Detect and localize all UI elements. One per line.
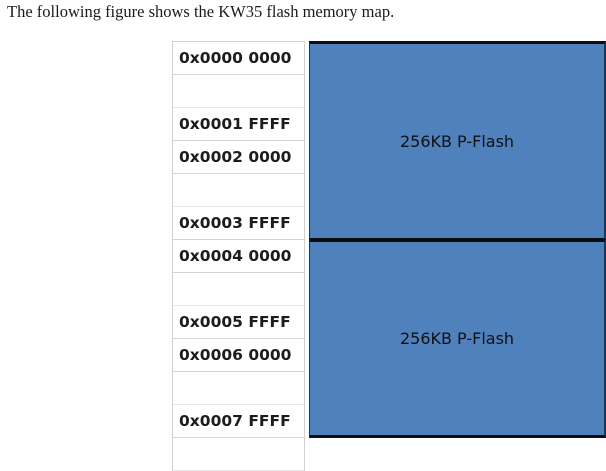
address-row: 0x0004 0000 [173,240,304,273]
address-label: 0x0006 0000 [179,346,292,364]
address-row: 0x0000 0000 [173,42,304,75]
address-label: 0x0002 0000 [179,148,292,166]
figure-caption: The following figure shows the KW35 flas… [7,2,395,21]
address-row [173,273,304,306]
address-row: 0x0006 0000 [173,339,304,372]
address-row: 0x0005 FFFF [173,306,304,339]
address-row [173,372,304,405]
address-row [173,174,304,207]
address-label: 0x0003 FFFF [179,214,291,232]
flash-memory-map-figure: 0x0000 0000 0x0001 FFFF 0x0002 0000 0x00… [172,41,606,471]
address-row: 0x0001 FFFF [173,108,304,141]
address-column: 0x0000 0000 0x0001 FFFF 0x0002 0000 0x00… [172,41,305,471]
address-row [173,75,304,108]
address-label: 0x0007 FFFF [179,412,291,430]
address-label: 0x0004 0000 [179,247,292,265]
address-row: 0x0007 FFFF [173,405,304,438]
address-label: 0x0005 FFFF [179,313,291,331]
flash-block: 256KB P-Flash [309,239,606,438]
flash-block: 256KB P-Flash [309,41,606,241]
address-label: 0x0000 0000 [179,49,292,67]
flash-block-label: 256KB P-Flash [399,131,515,151]
address-row [173,438,304,471]
address-row: 0x0003 FFFF [173,207,304,240]
flash-block-label: 256KB P-Flash [399,329,515,348]
address-row: 0x0002 0000 [173,141,304,174]
address-label: 0x0001 FFFF [179,115,291,133]
